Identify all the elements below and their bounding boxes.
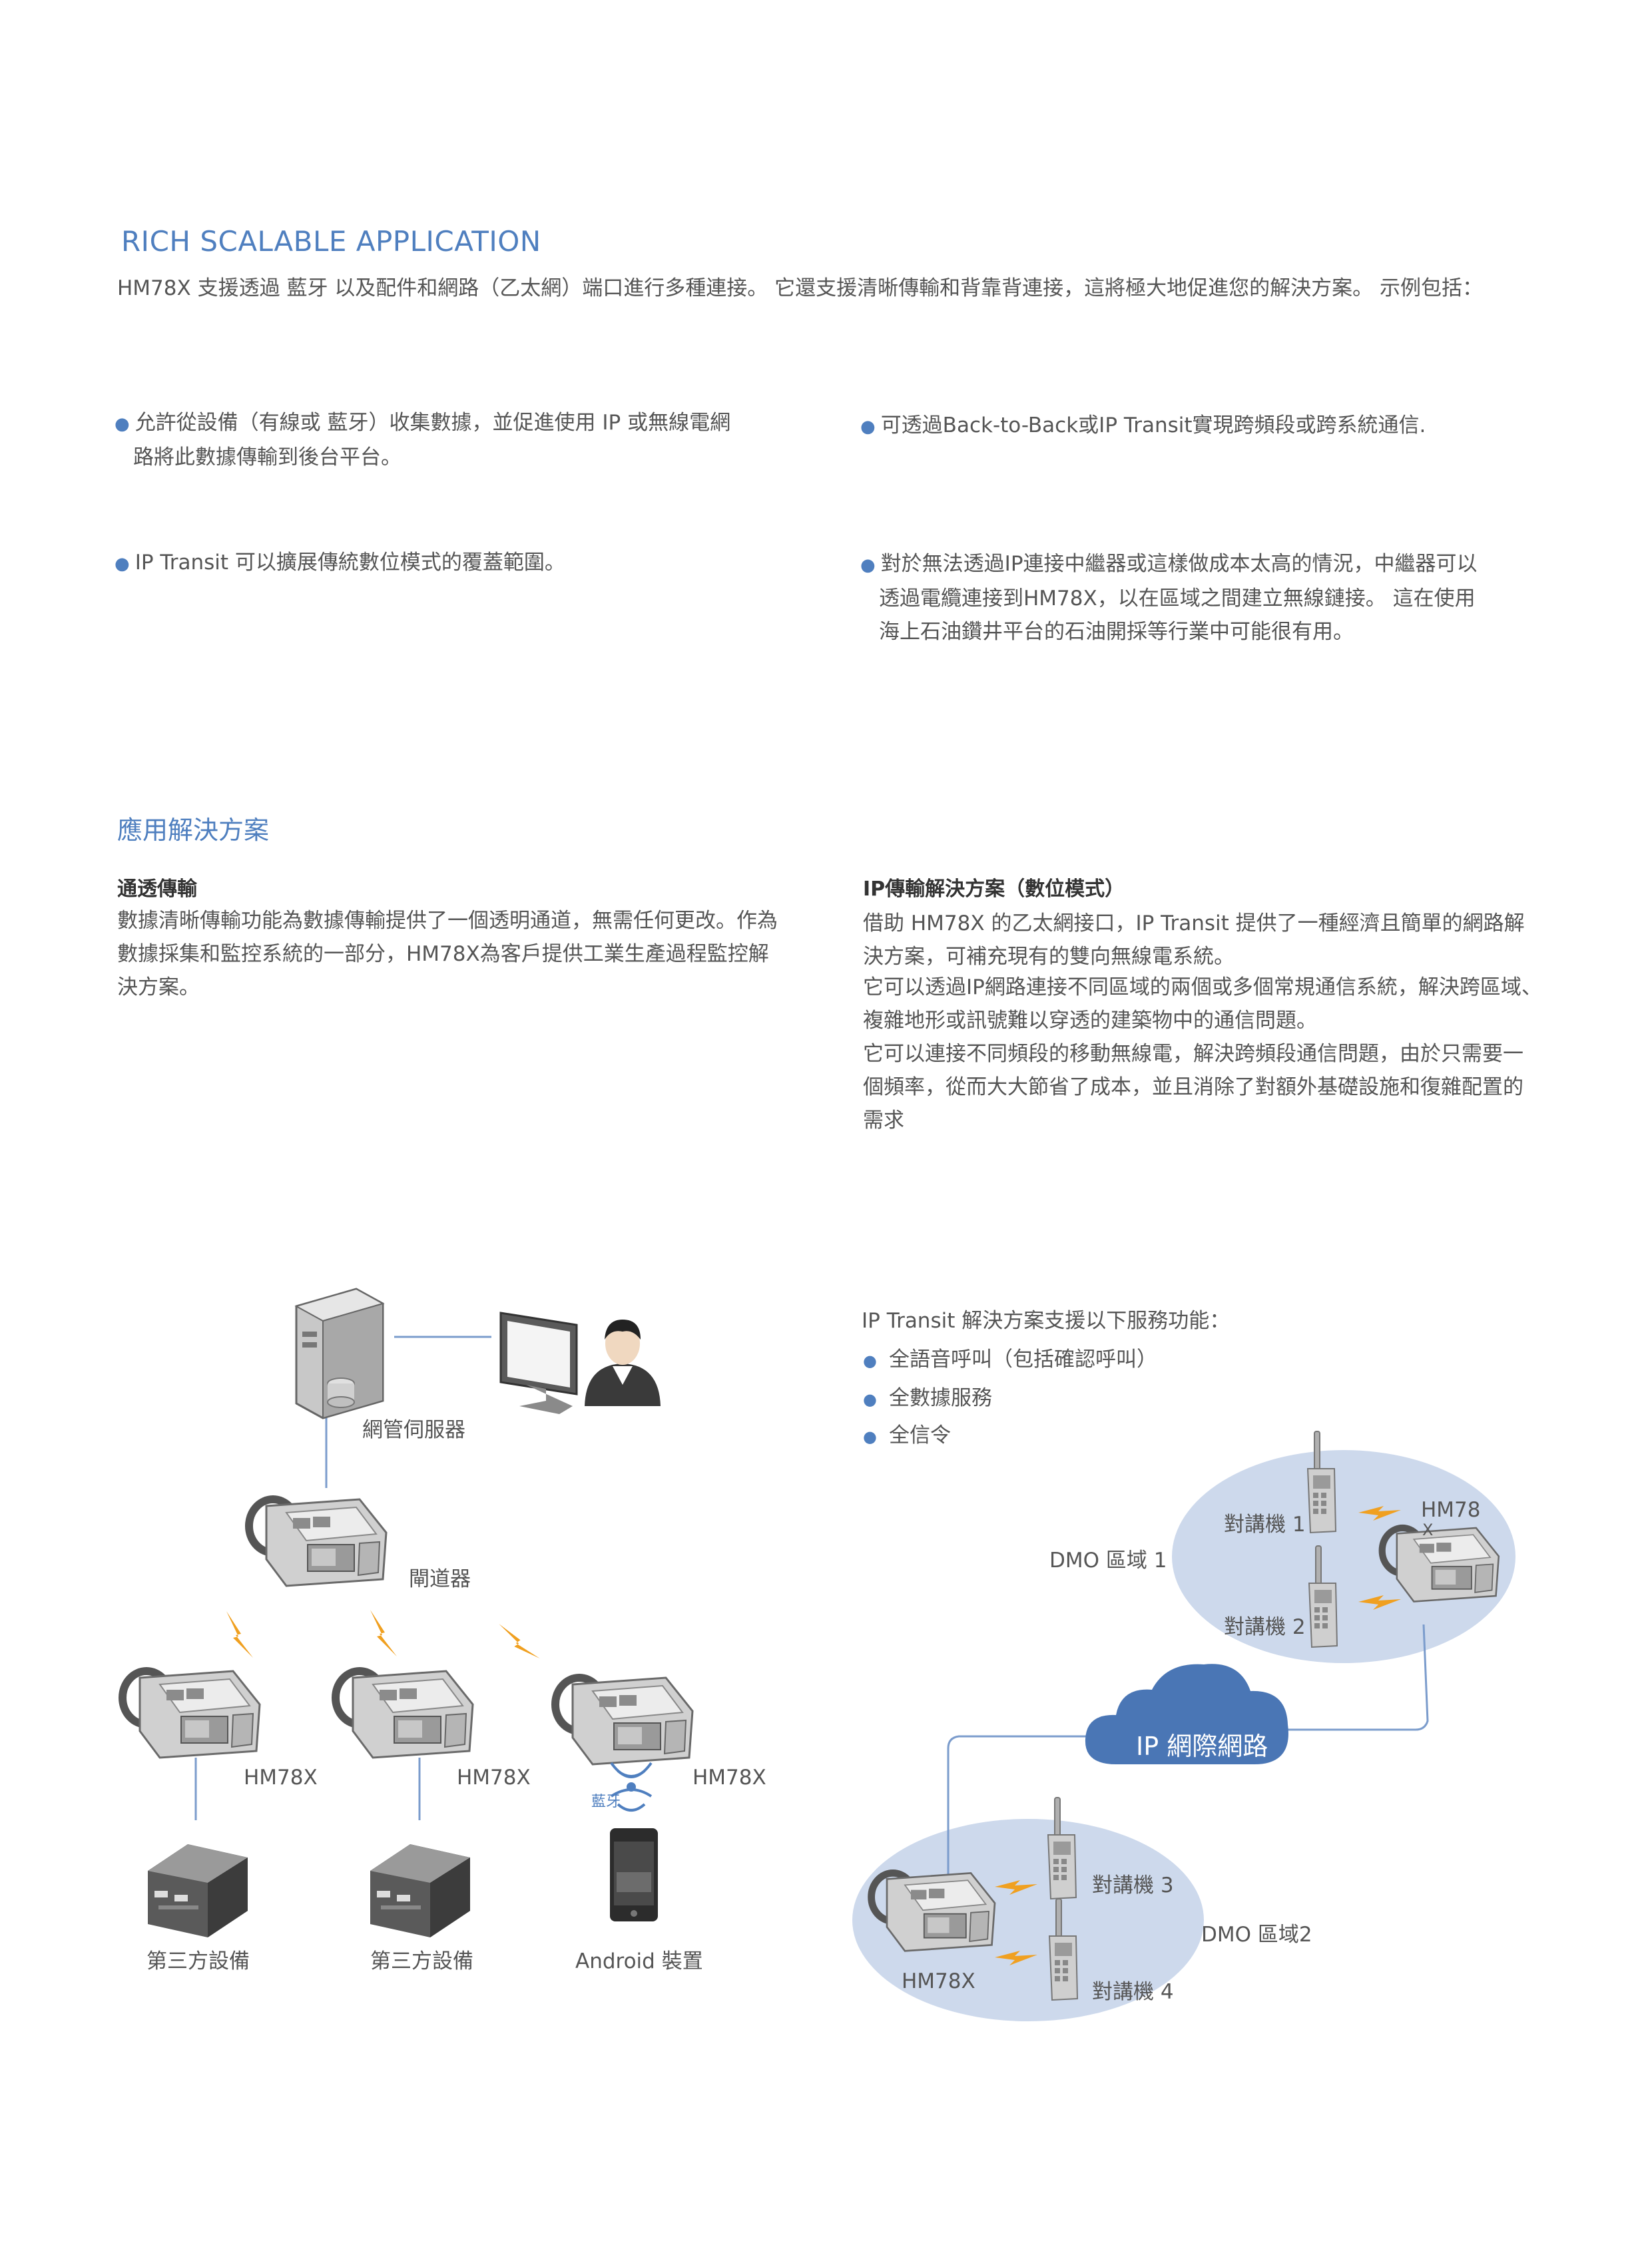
- wireless-signal-icon: [995, 1506, 1401, 1965]
- bluetooth-label: 藍牙: [591, 1794, 621, 1810]
- gateway-radio-icon: [249, 1499, 386, 1586]
- zone2-label: DMO 區域2: [1201, 1923, 1312, 1947]
- gateway-label: 閘道器: [409, 1567, 471, 1591]
- device-label: 第三方設備: [146, 1949, 250, 1973]
- network-lines: [194, 1336, 491, 1820]
- walkie-talkie-icon: [1047, 1797, 1077, 1899]
- bullet-text: 對於無法透過IP連接中繼器或這樣做成本太高的情況，中繼器可以: [880, 552, 1478, 576]
- bullet-dot: ●: [863, 1427, 877, 1446]
- radio-label: HM78X: [692, 1766, 766, 1790]
- ip-transit-body-2: 它可以透過IP網路連接不同區域的兩個或多個常規通信系統，解決跨區域、複雜地形或訊…: [863, 975, 1542, 1033]
- bullet-data-collection: ●允許從設備（有線或 藍牙）收集數據，並促進使用 IP 或無線電網 路將此數據傳…: [115, 406, 787, 474]
- radio-icon: [336, 1671, 473, 1758]
- intro-paragraph: HM78X 支援透過 藍牙 以及配件和網路（乙太網）端口進行多種連接。 它還支援…: [117, 276, 1484, 300]
- ip-transit-heading: IP傳輸解決方案（數位模式）: [863, 877, 1125, 901]
- bullet-dot: ●: [863, 1390, 877, 1409]
- section-title-en: RICH SCALABLE APPLICATION: [121, 225, 541, 258]
- ip-feature-item: ● 全信令: [863, 1418, 951, 1448]
- third-party-device-icon: [148, 1844, 248, 1937]
- feature-text: 全數據服務: [888, 1386, 992, 1410]
- bluetooth-waves-icon: [610, 1762, 653, 1812]
- user-icon: [585, 1320, 661, 1406]
- monitor-icon: [499, 1312, 578, 1414]
- bullet-text: 可透過Back-to-Back或IP Transit實現跨頻段或跨系統通信.: [880, 413, 1426, 437]
- server-icon: [294, 1288, 385, 1419]
- walkie3-label: 對講機 3: [1092, 1873, 1174, 1897]
- radio-label: HM78X: [244, 1766, 318, 1790]
- bullet-dot: ●: [115, 554, 130, 574]
- hm-top-label: HM78: [1421, 1498, 1481, 1522]
- bullet-text: 海上石油鑽井平台的石油開採等行業中可能很有用。: [879, 620, 1354, 644]
- third-party-device-icon: [370, 1844, 470, 1937]
- wireless-signal-icon: [226, 1610, 540, 1668]
- bullet-back-to-back: ●可透過Back-to-Back或IP Transit實現跨頻段或跨系統通信.: [860, 409, 1559, 443]
- walkie-talkie-icon: [1307, 1431, 1336, 1533]
- ip-network-lines: [947, 1624, 1429, 1876]
- dmo-zone-1: [1172, 1450, 1515, 1663]
- feature-text: 全語音呼叫（包括確認呼叫）: [888, 1348, 1157, 1371]
- radio-label: HM78X: [457, 1766, 531, 1790]
- bullet-text: IP Transit 可以擴展傳統數位模式的覆蓋範圍。: [135, 551, 565, 575]
- android-phone-icon: [610, 1828, 658, 1921]
- server-label: 網管伺服器: [362, 1418, 465, 1442]
- ip-feature-item: ● 全數據服務: [863, 1381, 992, 1411]
- radio-icon: [123, 1671, 260, 1758]
- ip-transit-body-3: 它可以連接不同頻段的移動無線電，解決跨頻段通信問題，由於只需要一個頻率，從而大大…: [863, 1042, 1523, 1132]
- solutions-title: 應用解決方案: [117, 816, 270, 845]
- bullet-dot: ●: [860, 417, 876, 437]
- ip-transit-body-1: 借助 HM78X 的乙太網接口，IP Transit 提供了一種經濟且簡單的網路…: [863, 911, 1525, 969]
- ip-internet-cloud: [1085, 1664, 1288, 1764]
- cloud-label: IP 網際網路: [1136, 1732, 1268, 1761]
- feature-text: 全信令: [888, 1423, 951, 1447]
- ip-features-title: IP Transit 解決方案支援以下服務功能：: [862, 1309, 1231, 1333]
- bullet-text: 路將此數據傳輸到後台平台。: [133, 445, 402, 469]
- zone1-label: DMO 區域 1: [1049, 1549, 1167, 1573]
- transparent-transfer-heading: 通透傳輸: [117, 877, 197, 901]
- device-label: Android 裝置: [575, 1949, 703, 1973]
- radio-icon: [555, 1678, 692, 1764]
- walkie4-label: 對講機 4: [1092, 1980, 1174, 2004]
- dmo-zone-2: [852, 1819, 1204, 2021]
- ip-feature-item: ● 全語音呼叫（包括確認呼叫）: [863, 1342, 1157, 1372]
- bullet-dot: ●: [115, 414, 130, 434]
- bullet-repeater-link: ●對於無法透過IP連接中繼器或這樣做成本太高的情況，中繼器可以 透過電纜連接到H…: [860, 547, 1539, 648]
- device-label: 第三方設備: [370, 1949, 473, 1973]
- hm-bottom-label: HM78X: [902, 1969, 975, 1993]
- transparent-transfer-body: 數據清晰傳輸功能為數據傳輸提供了一個透明通道，無需任何更改。作為數據採集和監控系…: [117, 909, 778, 999]
- bullet-dot: ●: [860, 555, 876, 575]
- bullet-ip-transit: ●IP Transit 可以擴展傳統數位模式的覆蓋範圍。: [115, 546, 787, 581]
- hm-top-label-suffix: X: [1422, 1521, 1434, 1539]
- bullet-dot: ●: [863, 1352, 877, 1370]
- walkie2-label: 對講機 2: [1224, 1615, 1306, 1639]
- bullet-text: 透過電纜連接到HM78X，以在區域之間建立無線鏈接。 這在使用: [879, 587, 1476, 611]
- bullet-text: 允許從設備（有線或 藍牙）收集數據，並促進使用 IP 或無線電網: [135, 411, 731, 435]
- walkie1-label: 對講機 1: [1224, 1513, 1306, 1537]
